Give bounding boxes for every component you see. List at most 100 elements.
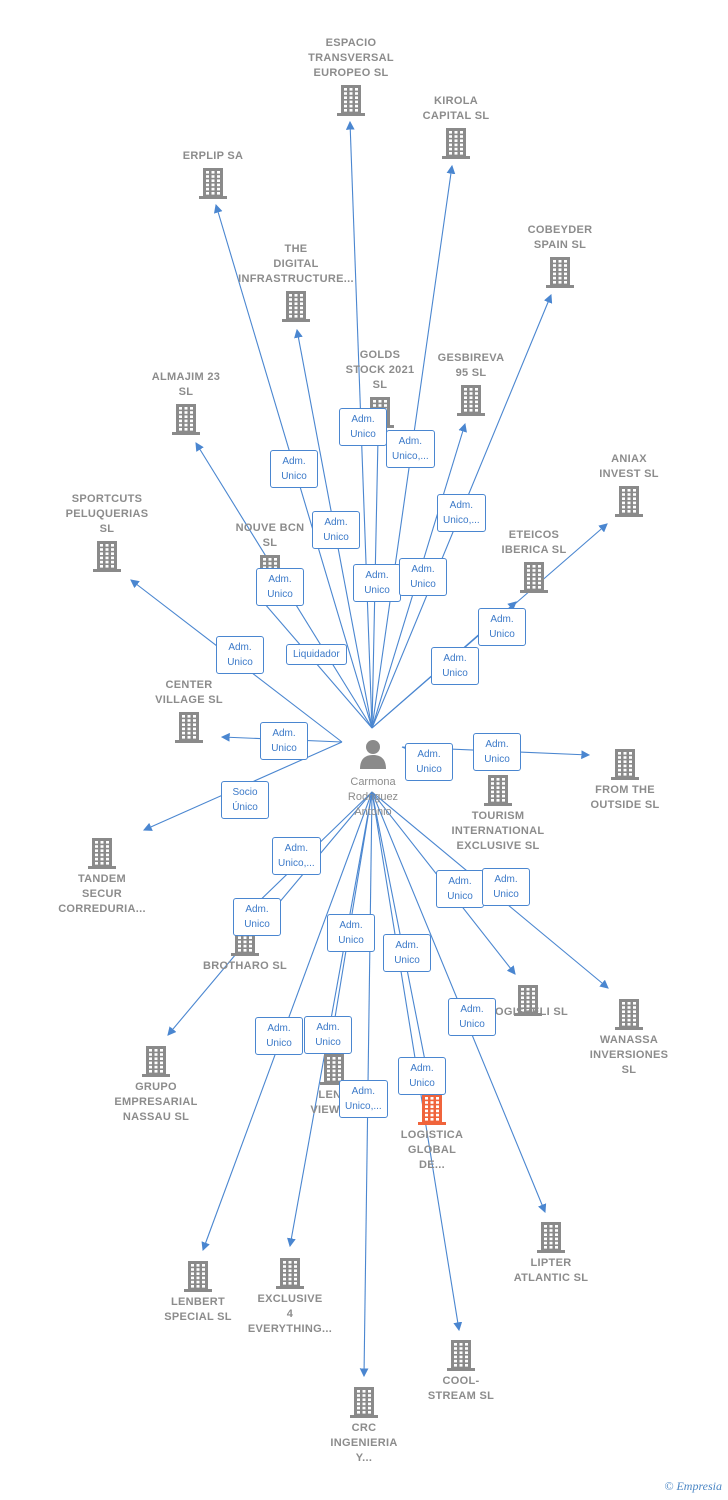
role-badge-fromoutside[interactable]: Adm. Unico xyxy=(473,733,521,771)
company-node-wanassa[interactable]: WANASSA INVERSIONES SL xyxy=(559,995,699,1078)
company-node-crc[interactable]: CRC INGENIERIA Y... xyxy=(294,1383,434,1466)
company-node-cobeyder[interactable]: COBEYDER SPAIN SL xyxy=(490,223,630,291)
company-node-coolstream[interactable]: COOL- STREAM SL xyxy=(391,1336,531,1404)
company-label: LENBERT SPECIAL SL xyxy=(164,1296,232,1323)
role-badge-espacio[interactable]: Adm. Unico xyxy=(339,408,387,446)
company-label: THE DIGITAL INFRASTRUCTURE... xyxy=(238,243,354,285)
role-badge-cobeyder[interactable]: Adm. Unico,... xyxy=(437,494,486,532)
company-label: NOUVE BCN SL xyxy=(235,522,305,549)
role-badge-coolstream[interactable]: Adm. Unico xyxy=(383,934,431,972)
company-label: KIROLA CAPITAL SL xyxy=(422,95,490,122)
role-badge-nouve[interactable]: Liquidador xyxy=(286,644,347,665)
company-label: CRC INGENIERIA Y... xyxy=(330,1422,398,1464)
role-badge-golds[interactable]: Adm. Unico xyxy=(353,564,401,602)
role-badge-almajim[interactable]: Adm. Unico xyxy=(256,568,304,606)
building-icon xyxy=(184,1261,212,1292)
role-badge-lipter[interactable]: Adm. Unico xyxy=(448,998,496,1036)
company-node-tandem[interactable]: TANDEM SECUR CORREDURIA... xyxy=(32,834,172,917)
company-node-logisbeli[interactable]: LOGISBELI SL xyxy=(488,983,643,1018)
building-icon xyxy=(546,257,574,288)
company-label: GESBIREVA 95 SL xyxy=(437,352,505,379)
role-badge-tourism[interactable]: Adm. Unico xyxy=(405,743,453,781)
role-badge-exclusive4[interactable]: Adm. Unico xyxy=(327,914,375,952)
company-node-tourism[interactable]: TOURISM INTERNATIONAL EXCLUSIVE SL xyxy=(428,771,568,854)
company-node-lenn[interactable]: LENN VIEW SL xyxy=(264,1050,404,1118)
company-label: WANASSA INVERSIONES SL xyxy=(589,1034,669,1076)
building-icon xyxy=(93,541,121,572)
building-icon xyxy=(337,85,365,116)
company-node-nassau[interactable]: GRUPO EMPRESARIAL NASSAU SL xyxy=(86,1042,226,1125)
role-badge-aniax[interactable]: Adm. Unico xyxy=(478,608,526,646)
company-node-sportcuts[interactable]: SPORTCUTS PELUQUERIAS SL xyxy=(37,492,177,575)
role-badge-wanassa[interactable]: Adm. Unico xyxy=(482,868,530,906)
company-label: COBEYDER SPAIN SL xyxy=(527,224,593,251)
company-node-lenbert[interactable]: LENBERT SPECIAL SL xyxy=(128,1257,268,1325)
role-badge-digital[interactable]: Adm. Unico xyxy=(312,511,360,549)
building-icon xyxy=(514,985,542,1016)
company-label: EXCLUSIVE 4 EVERYTHING... xyxy=(247,1293,333,1335)
company-label: ERPLIP SA xyxy=(182,150,244,162)
center-person-name: Carmona Rodriguez Antonio xyxy=(347,776,399,818)
company-label: CENTER VILLAGE SL xyxy=(155,679,223,706)
building-icon xyxy=(350,1387,378,1418)
company-node-aniax[interactable]: ANIAX INVEST SL xyxy=(559,452,699,520)
company-node-erplip[interactable]: ERPLIP SA xyxy=(143,149,283,202)
role-badge-lenbert[interactable]: Adm. Unico xyxy=(255,1017,303,1055)
company-node-exclusive4[interactable]: EXCLUSIVE 4 EVERYTHING... xyxy=(220,1254,360,1337)
company-node-kirola[interactable]: KIROLA CAPITAL SL xyxy=(386,94,526,162)
role-badge-gesbireva[interactable]: Adm. Unico xyxy=(399,558,447,596)
company-node-almajim[interactable]: ALMAJIM 23 SL xyxy=(116,370,256,438)
role-badge-tandem[interactable]: Socio Único xyxy=(221,781,269,819)
company-node-lipter[interactable]: LIPTER ATLANTIC SL xyxy=(481,1218,621,1286)
role-badge-logistica[interactable]: Adm. Unico xyxy=(398,1057,446,1095)
building-icon xyxy=(276,1258,304,1289)
company-label: TANDEM SECUR CORREDURIA... xyxy=(58,873,146,915)
building-icon xyxy=(282,291,310,322)
building-icon xyxy=(88,838,116,869)
role-badge-center[interactable]: Adm. Unico xyxy=(260,722,308,760)
building-icon xyxy=(615,486,643,517)
building-icon xyxy=(484,775,512,806)
building-icon xyxy=(442,128,470,159)
company-label: GRUPO EMPRESARIAL NASSAU SL xyxy=(114,1081,198,1123)
building-icon xyxy=(418,1094,446,1125)
person-icon xyxy=(360,740,386,769)
company-label: ETEICOS IBERICA SL xyxy=(501,529,567,556)
building-icon xyxy=(520,562,548,593)
role-badge-kirola[interactable]: Adm. Unico,... xyxy=(386,430,435,468)
company-label: LOGISTICA GLOBAL DE... xyxy=(400,1129,464,1171)
role-badge-sportcuts[interactable]: Adm. Unico xyxy=(216,636,264,674)
role-badge-brotharo[interactable]: Adm. Unico xyxy=(233,898,281,936)
company-node-eteicos[interactable]: ETEICOS IBERICA SL xyxy=(464,528,604,596)
company-label: GOLDS STOCK 2021 SL xyxy=(345,349,415,391)
company-node-logistica[interactable]: LOGISTICA GLOBAL DE... xyxy=(362,1090,502,1173)
company-label: ALMAJIM 23 SL xyxy=(151,371,221,398)
role-badge-nassau[interactable]: Adm. Unico,... xyxy=(272,837,321,875)
company-label: FROM THE OUTSIDE SL xyxy=(590,784,660,811)
company-label: LOGISBELI SL xyxy=(488,1006,568,1018)
company-label: SPORTCUTS PELUQUERIAS SL xyxy=(65,493,149,535)
building-icon xyxy=(537,1222,565,1253)
role-badge-eteicos[interactable]: Adm. Unico xyxy=(431,647,479,685)
building-icon xyxy=(172,404,200,435)
building-icon xyxy=(320,1054,348,1085)
center-person[interactable]: Carmona Rodriguez Antonio xyxy=(313,738,433,820)
company-node-gesbireva[interactable]: GESBIREVA 95 SL xyxy=(401,351,541,419)
role-badge-crc[interactable]: Adm. Unico,... xyxy=(339,1080,388,1118)
role-badge-lenn[interactable]: Adm. Unico xyxy=(304,1016,352,1054)
company-label: TOURISM INTERNATIONAL EXCLUSIVE SL xyxy=(451,810,545,852)
company-node-fromoutside[interactable]: FROM THE OUTSIDE SL xyxy=(555,745,695,813)
building-icon xyxy=(611,749,639,780)
company-label: ESPACIO TRANSVERSAL EUROPEO SL xyxy=(308,37,394,79)
building-icon xyxy=(142,1046,170,1077)
building-icon xyxy=(615,999,643,1030)
company-node-center[interactable]: CENTER VILLAGE SL xyxy=(119,678,259,746)
company-label: BROTHARO SL xyxy=(203,960,287,972)
company-node-digital[interactable]: THE DIGITAL INFRASTRUCTURE... xyxy=(226,242,366,325)
role-badge-logisbeli[interactable]: Adm. Unico xyxy=(436,870,484,908)
building-icon xyxy=(199,168,227,199)
role-badge-erplip[interactable]: Adm. Unico xyxy=(270,450,318,488)
company-label: COOL- STREAM SL xyxy=(427,1375,495,1402)
company-node-espacio[interactable]: ESPACIO TRANSVERSAL EUROPEO SL xyxy=(281,36,421,119)
